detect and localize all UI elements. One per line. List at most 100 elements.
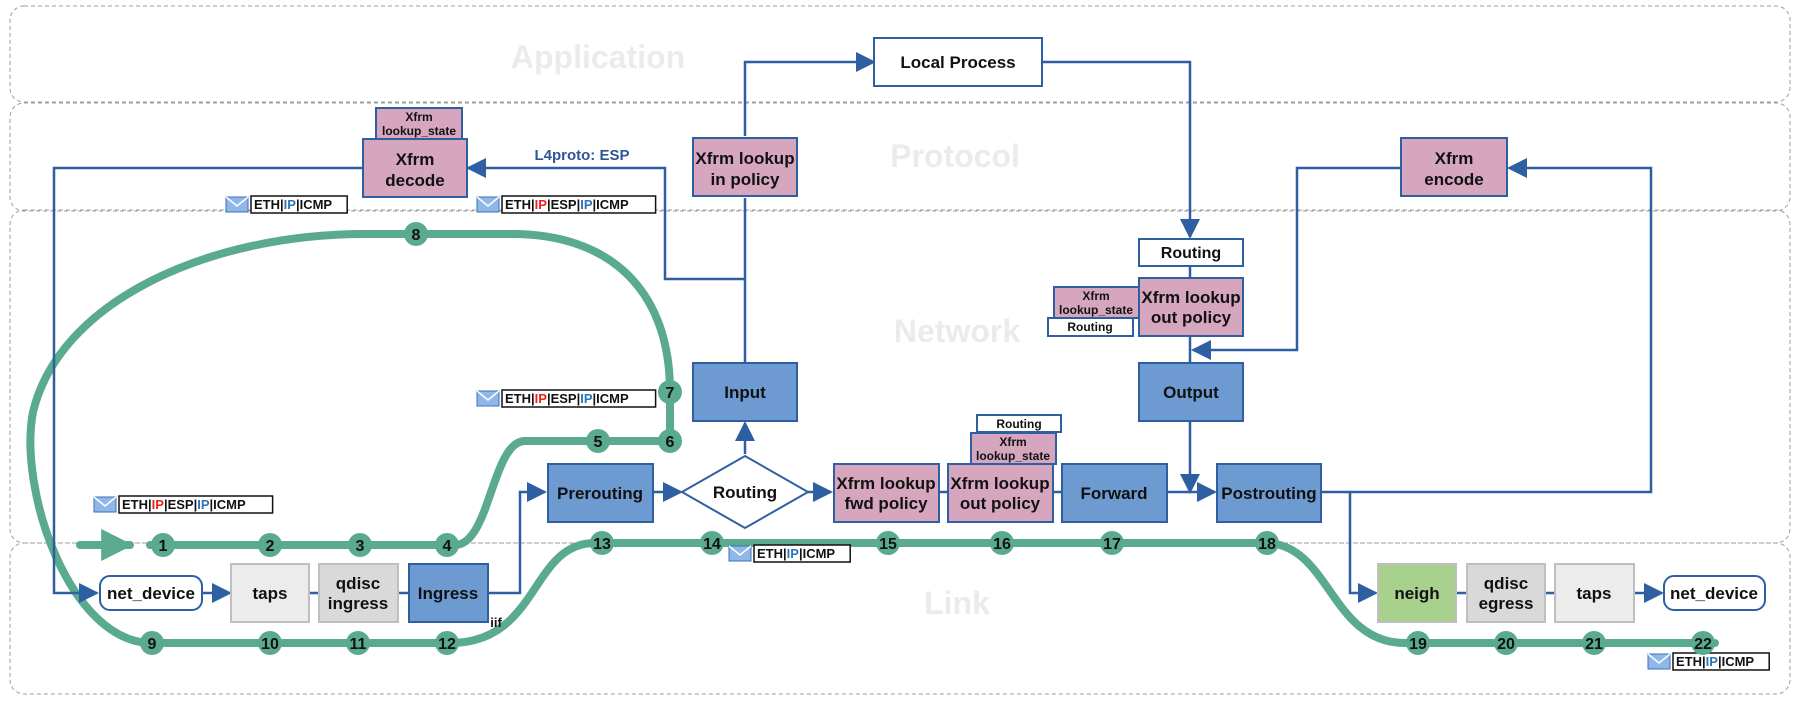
xfrm-lookup-in-policy-box: [692, 137, 798, 197]
side-routing-box: [1047, 317, 1134, 337]
path-segment-1-6: [146, 437, 674, 549]
step-circle: [1100, 531, 1124, 555]
envelope-icon: [1647, 653, 1671, 670]
qdisc-egress-box: [1466, 563, 1546, 623]
ingress-box: [408, 563, 489, 623]
output-box: [1138, 362, 1244, 422]
packet-header-segment: IP: [197, 497, 210, 512]
side-xfrm-state-box: [1053, 286, 1140, 319]
step-circle: [346, 631, 370, 655]
step-marker: 10: [258, 631, 282, 655]
step-circle: [435, 533, 459, 557]
qdisc-ingress-line1: qdisc: [336, 574, 380, 593]
forward-label: Forward: [1080, 484, 1147, 503]
packet-badge-frame: [501, 389, 657, 408]
step-marker: 18: [1255, 531, 1279, 555]
packet-header-segment: |: [531, 391, 535, 406]
step-number: 4: [443, 538, 452, 555]
xfrm-decode-box: [362, 138, 468, 198]
step-number: 17: [1103, 536, 1121, 553]
packet-header-segment: ESP: [551, 197, 577, 212]
packet-header-segment: |: [547, 391, 551, 406]
edge-esp-decode: [466, 158, 745, 281]
step-marker: 20: [1494, 631, 1518, 655]
step-marker: 15: [876, 531, 900, 555]
packet-header-segment: |: [280, 197, 284, 212]
packet-badge-frame: [1672, 652, 1770, 671]
step-number: 11: [350, 636, 367, 653]
edge-postrouting-encode: [1320, 158, 1653, 494]
routing-out-label: Routing: [1161, 245, 1221, 262]
step-circle: [658, 429, 682, 453]
step-marker: 22: [1691, 631, 1715, 655]
step-marker: 11: [346, 631, 370, 655]
xfrm-decode-state-line1: Xfrm: [405, 110, 432, 124]
step-marker: 19: [1406, 631, 1430, 655]
layer-protocol: [9, 102, 1791, 212]
step-circle: [700, 531, 724, 555]
packet-header-segment: |: [148, 497, 152, 512]
packet-badge-plain: ETH|IP|ICMP: [1647, 652, 1770, 671]
step-marker: 8: [404, 222, 428, 246]
packet-badge-esp: ETH|IP|ESP|IP|ICMP: [476, 195, 657, 214]
xfrm-lookup-out-policy-top-line1: Xfrm lookup: [1141, 288, 1240, 307]
edge-postrouting-neigh: [1348, 492, 1378, 603]
step-number: 15: [879, 536, 897, 553]
prerouting-label: Prerouting: [557, 484, 643, 503]
packet-header-segment: ETH: [757, 546, 783, 561]
step-number: 12: [438, 636, 456, 653]
net-device-out-label: net_device: [1670, 584, 1758, 603]
layer-application: [9, 5, 1791, 103]
packet-badge-plain: ETH|IP|ICMP: [225, 195, 348, 214]
input-box: [692, 362, 798, 422]
packet-header-segment: |: [593, 197, 597, 212]
envelope-icon: [225, 196, 249, 213]
step-marker: 1: [151, 533, 175, 557]
local-process-label: Local Process: [900, 53, 1015, 72]
envelope-icon: [93, 496, 117, 513]
packet-header-segment: ICMP: [300, 197, 333, 212]
step-circle: [348, 533, 372, 557]
packet-header-segment: IP: [152, 497, 165, 512]
edge-encode-output: [1191, 166, 1401, 360]
step-number: 13: [593, 536, 611, 553]
step-number: 9: [148, 636, 157, 653]
side-xfrm-state-line1: Xfrm: [1082, 289, 1109, 303]
net-device-in-label: net_device: [107, 584, 195, 603]
packet-header-segment: ETH: [122, 497, 148, 512]
xfrm-lookup-out-policy-top-box: [1138, 277, 1244, 337]
step-circle: [1255, 531, 1279, 555]
path-segment-9-12: [148, 539, 1719, 647]
packet-header-segment: ETH: [505, 391, 531, 406]
packet-headers: ETH|IP|ESP|IP|ICMP: [122, 497, 246, 512]
packet-header-segment: ICMP: [596, 391, 629, 406]
packet-header-segment: ETH: [505, 197, 531, 212]
xfrm-lookup-in-policy-line1: Xfrm lookup: [695, 149, 794, 168]
packet-header-segment: IP: [535, 197, 548, 212]
step-circle: [1582, 631, 1606, 655]
step-number: 3: [356, 538, 365, 555]
packet-header-segment: ESP: [551, 391, 577, 406]
packet-header-segment: IP: [787, 546, 800, 561]
packet-header-segment: |: [1718, 654, 1722, 669]
taps-out-box: [1554, 563, 1635, 623]
packet-header-segment: ICMP: [213, 497, 246, 512]
edge-inpolicy-localprocess: [743, 52, 876, 136]
packet-header-segment: ICMP: [596, 197, 629, 212]
step-number: 19: [1409, 636, 1427, 653]
xfrm-lookup-in-policy-line2: in policy: [711, 170, 781, 189]
neigh-box: [1377, 563, 1457, 623]
nodes: Local Process Xfrm lookup in policy Xfrm…: [99, 37, 1766, 623]
xfrm-lookup-fwd-policy-line2: fwd policy: [844, 494, 928, 513]
step-marker: 12: [435, 631, 459, 655]
envelope-icon: [728, 545, 752, 562]
fwd-routing-label: Routing: [996, 417, 1041, 431]
step-marker: 13: [590, 531, 614, 555]
postrouting-label: Postrouting: [1221, 484, 1316, 503]
step-number: 7: [666, 385, 675, 402]
taps-out-label: taps: [1577, 584, 1612, 603]
qdisc-ingress-line2: ingress: [328, 594, 388, 613]
